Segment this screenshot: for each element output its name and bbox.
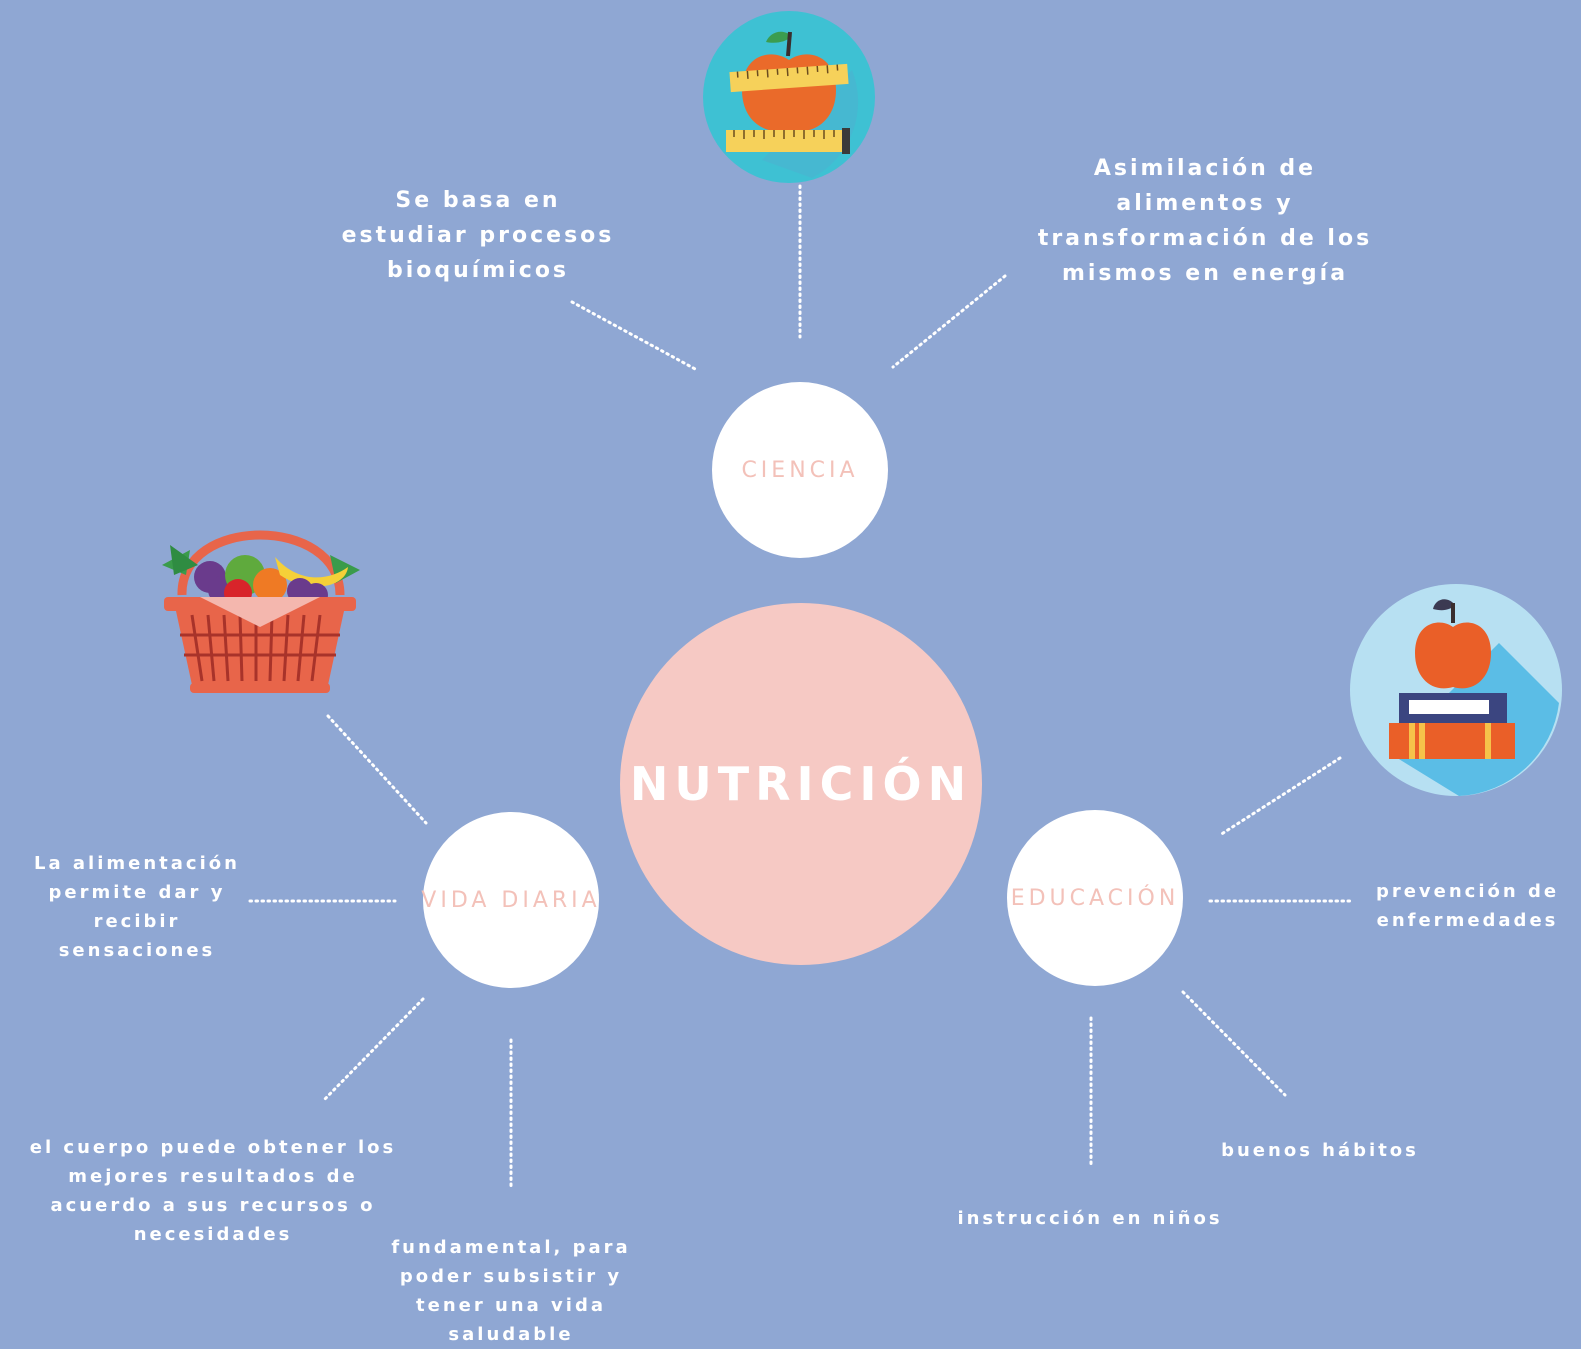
label-edu-bottom-right: buenos hábitos <box>1190 1136 1450 1165</box>
connector-edu-top <box>1220 758 1340 835</box>
connector-vida-bottom-left <box>323 999 423 1101</box>
label-vida-bottom-left: el cuerpo puede obtener los mejores resu… <box>8 1133 418 1249</box>
node-educacion: EDUCACIÓN <box>1007 810 1183 986</box>
label-vida-bottom: fundamental, para poder subsistir y tene… <box>368 1233 654 1349</box>
apple-measuring-tape-icon <box>702 10 876 184</box>
connector-vida-top <box>328 716 426 823</box>
connector-edu-bottom-right <box>1183 992 1285 1095</box>
label-vida-left: La alimentación permite dar y recibir se… <box>12 849 262 965</box>
connector-ciencia-right <box>893 276 1005 367</box>
node-vida-diaria: VIDA DIARIA <box>423 812 599 988</box>
fruit-basket-icon <box>150 495 370 705</box>
node-ciencia: CIENCIA <box>712 382 888 558</box>
node-educacion-label: EDUCACIÓN <box>1011 886 1180 911</box>
center-node: NUTRICIÓN <box>620 603 982 965</box>
node-vida-diaria-label: VIDA DIARIA <box>421 888 600 913</box>
label-ciencia-right: Asimilación de alimentos y transformació… <box>1010 151 1400 291</box>
label-edu-right: prevención de enfermedades <box>1360 877 1575 935</box>
label-edu-bottom: instrucción en niños <box>930 1204 1250 1233</box>
label-ciencia-left: Se basa en estudiar procesos bioquímicos <box>318 183 638 288</box>
apple-books-icon <box>1349 583 1563 797</box>
connector-ciencia-left <box>572 302 697 370</box>
node-ciencia-label: CIENCIA <box>741 458 858 483</box>
center-title: NUTRICIÓN <box>630 757 972 811</box>
